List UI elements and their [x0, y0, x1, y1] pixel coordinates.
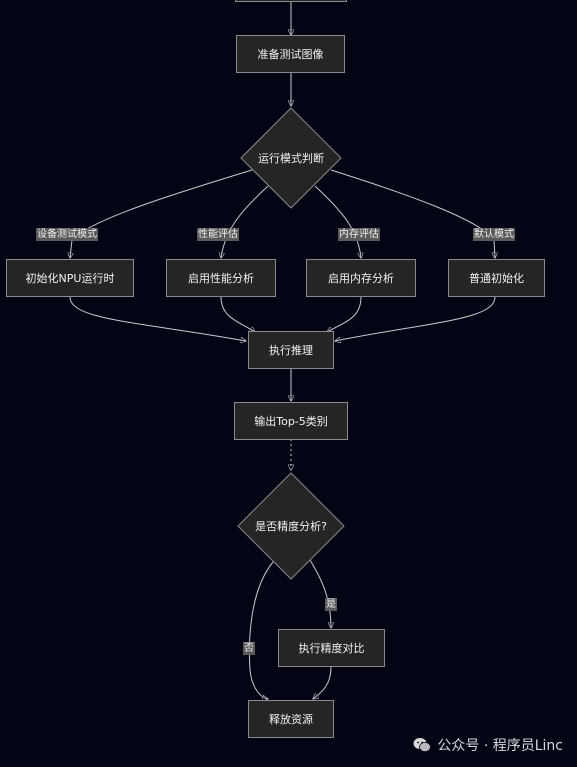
edge-decision-to-init-npu — [70, 169, 253, 258]
edge-label-no: 否 — [243, 642, 255, 655]
watermark-text: 公众号 · 程序员Linc — [437, 738, 563, 754]
edge-precision-no — [248, 561, 274, 699]
edge-precision-yes — [309, 559, 331, 628]
edge-compare-to-release — [313, 666, 332, 699]
node-enable-perf: 启用性能分析 — [166, 259, 276, 297]
wechat-icon — [413, 738, 432, 752]
node-init-npu: 初始化NPU运行时 — [6, 259, 134, 297]
previous-node — [235, 0, 347, 2]
watermark: 公众号 · 程序员Linc — [413, 735, 563, 755]
edge-decision-to-enable-mem — [314, 185, 361, 258]
decision-mode-label: 运行模式判断 — [258, 152, 324, 165]
edge-label-mem-eval: 内存评估 — [338, 228, 380, 241]
node-normal-init: 普通初始化 — [448, 259, 545, 297]
edge-init-npu-to-run — [69, 296, 246, 341]
edge-normal-init-to-run — [335, 296, 496, 341]
edge-label-device-test: 设备测试模式 — [36, 228, 98, 241]
edge-label-default-mode: 默认模式 — [473, 228, 515, 241]
node-prepare-image: 准备测试图像 — [236, 35, 345, 73]
edge-label-yes: 是 — [325, 598, 337, 611]
decision-precision: 是否精度分析? — [237, 472, 345, 580]
decision-precision-label: 是否精度分析? — [255, 520, 327, 533]
edge-decision-to-enable-perf — [221, 185, 269, 258]
node-output-top5: 输出Top-5类别 — [234, 402, 348, 440]
node-run-inference: 执行推理 — [248, 331, 334, 369]
decision-mode: 运行模式判断 — [240, 107, 342, 209]
edge-decision-to-normal-init — [330, 169, 495, 258]
edge-enable-perf-to-run — [220, 296, 255, 332]
node-release: 释放资源 — [248, 700, 334, 738]
edge-enable-mem-to-run — [327, 296, 362, 332]
node-enable-mem: 启用内存分析 — [306, 259, 416, 297]
node-precision-compare: 执行精度对比 — [278, 629, 385, 667]
edge-label-perf-eval: 性能评估 — [197, 228, 239, 241]
